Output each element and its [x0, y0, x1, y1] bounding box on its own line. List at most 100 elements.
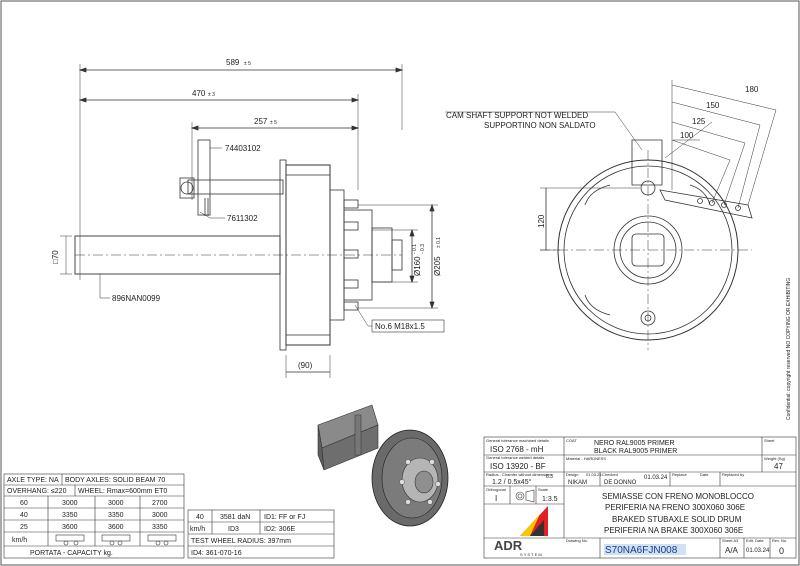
design-date: 01.03.24	[586, 472, 602, 477]
sheet-a3: A/A	[725, 546, 739, 555]
sheet-label: Sheet	[764, 438, 775, 443]
scale: 1:3.5	[542, 496, 558, 503]
dim-589: 589	[226, 58, 240, 67]
axle-type: AXLE TYPE: NA	[7, 477, 59, 484]
description-3: BRAKED STUBAXLE SOLID DRUM	[612, 515, 742, 524]
dim-470: 470	[192, 89, 206, 98]
spec-cell: 3600	[108, 524, 124, 531]
adr-logo	[520, 506, 548, 536]
spec-cell: 2700	[152, 500, 168, 507]
callout-896NAN0099: 896NAN0099	[112, 294, 161, 303]
dim-160-tol-top: - 0.1	[412, 244, 418, 254]
spec-cell: 40	[20, 512, 28, 519]
spec-cell: 3000	[108, 500, 124, 507]
revision: 0	[779, 546, 784, 556]
callout-7611302: 7611302	[227, 214, 258, 223]
projection: I	[495, 494, 497, 503]
checker: DE DONNO	[604, 480, 637, 486]
date-label: Date	[700, 472, 709, 477]
dim-90: (90)	[298, 361, 313, 370]
wheel: WHEEL: Rmax=600mm ET0	[78, 488, 167, 495]
description-1: SEMIASSE CON FRENO MONOBLOCCO	[602, 492, 754, 501]
kmh-label: km/h	[12, 537, 27, 544]
logo-text: ADR	[494, 538, 523, 553]
dim-70: □70	[51, 250, 60, 264]
roughness: 6.3	[546, 474, 553, 480]
radius: 1.2 / 0.5x45°	[492, 478, 532, 486]
spec-cell: 3350	[62, 512, 78, 519]
overhang: OVERHANG: ≤220	[7, 488, 67, 495]
brake-force: 3581 daN	[220, 514, 250, 521]
gen-tol-weld: ISO 13920 - BF	[490, 462, 546, 471]
spec-table	[3, 473, 185, 559]
dim-470-tol: ± 3	[208, 92, 215, 98]
spec-cell: 3000	[152, 512, 168, 519]
gen-tol-label: General tolerance machined details	[486, 438, 549, 443]
coat-line-2: BLACK RAL9005 PRIMER	[594, 448, 677, 455]
brake-speed: 40	[196, 514, 204, 521]
brake-table	[187, 509, 335, 559]
callout-74403102: 74403102	[225, 144, 261, 153]
side-view	[60, 64, 438, 378]
isometric-view	[317, 404, 449, 527]
replaced-by-label: Replaced by	[722, 472, 744, 477]
body-axles: BODY AXLES: SOLID BEAM 70	[65, 477, 165, 484]
material-label: Material - HARDNESS	[566, 456, 606, 461]
dim-120: 120	[537, 214, 546, 228]
confidential-note: Confidential: copyright reserved NO COPY…	[786, 278, 792, 420]
dim-125: 125	[692, 117, 706, 126]
gen-tol-weld-label: General tolerance welded details	[486, 455, 544, 460]
weight-label: Weight (Kg)	[764, 456, 786, 461]
spec-cell: 3350	[108, 512, 124, 519]
edit-date-label: Edit. Date	[746, 538, 764, 543]
coat-line-1: NERO RAL9005 PRIMER	[594, 440, 675, 447]
description-4: PERIFERIA NA BRAKE 300X060 306E	[604, 526, 743, 535]
spec-cell: 60	[20, 500, 28, 507]
dim-160: Ø160	[413, 256, 422, 276]
drawing-number: S70NA6FJN008	[605, 545, 678, 556]
brake-kmh: km/h	[190, 526, 205, 533]
spec-cell: 3000	[62, 500, 78, 507]
dim-100: 100	[680, 131, 694, 140]
gen-tol: ISO 2768 - mH	[490, 445, 544, 454]
callout-studs-box	[371, 319, 445, 333]
dim-257-tol: ± 5	[270, 120, 277, 126]
sheet-a3-label: Sheet A3	[722, 538, 739, 543]
rev-label: Rev. No.	[772, 538, 787, 543]
edit-date: 01.03.24	[746, 548, 770, 554]
dim-160-tol-bot: - 0.3	[420, 244, 426, 254]
radius-label: Radius - Chamfer without dimensions	[486, 472, 552, 477]
coat-label: COAT	[566, 438, 577, 443]
dim-205-tol: ± 0.1	[436, 237, 442, 248]
replace-label: Replace	[672, 472, 687, 477]
callout-studs: No.6 M18x1.5	[375, 322, 425, 331]
spec-cell: 3600	[62, 524, 78, 531]
weight: 47	[774, 462, 783, 471]
description-2: PERIFERIA NA FRENO 300X060 306E	[605, 503, 745, 512]
dim-589-tol: ± 5	[244, 61, 251, 67]
title-block	[483, 436, 797, 559]
dim-205: Ø205	[433, 256, 442, 276]
projection-label: Orthogonal	[486, 487, 506, 492]
brake-id4: ID4: 361-070-16	[191, 550, 242, 557]
brake-id2: ID2: 306E	[264, 526, 295, 533]
logo-subtext: S Y S T E M	[520, 552, 542, 557]
dim-150: 150	[706, 101, 720, 110]
brake-id1: ID1: FF or FJ	[264, 514, 305, 521]
checked-label: Checked	[602, 472, 618, 477]
spec-cell: 3350	[152, 524, 168, 531]
checked-date: 01.03.24	[644, 475, 668, 481]
design-label: Design	[566, 472, 578, 477]
dim-257: 257	[254, 117, 268, 126]
trailer-icons	[55, 534, 177, 546]
brake-id3: ID3	[228, 526, 239, 533]
designer: NIKAM	[568, 480, 587, 486]
scale-label: Scale	[538, 487, 549, 492]
cam-note-en: CAM SHAFT SUPPORT NOT WELDED	[446, 111, 588, 120]
drawing-no-label: Drawing No.	[566, 538, 588, 543]
projection-icon	[515, 489, 535, 503]
drawing-no-highlight	[604, 544, 686, 555]
spec-cell: 25	[20, 524, 28, 531]
